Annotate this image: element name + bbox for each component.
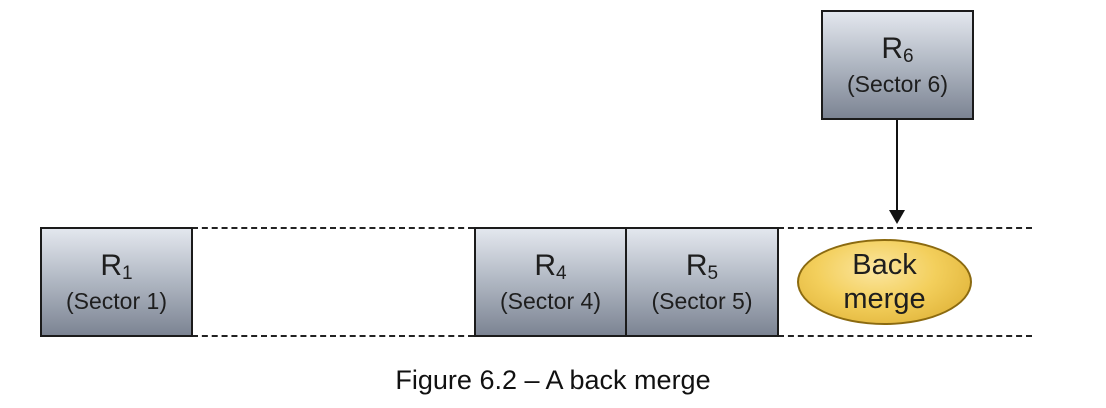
request-r5-box: R5 (Sector 5) <box>625 227 779 337</box>
merge-arrow-head-icon <box>889 210 905 224</box>
back-merge-line1: Back <box>852 249 917 281</box>
figure-caption: Figure 6.2 – A back merge <box>395 365 711 395</box>
queue-top-dashed-line-right <box>778 227 1032 229</box>
request-r4-label: R4 <box>534 249 567 284</box>
request-r5-label: R5 <box>685 249 719 284</box>
request-r6-label: R6 <box>881 32 914 67</box>
request-r5-sector: (Sector 5) <box>651 288 753 314</box>
back-merge-line2: merge <box>843 283 926 315</box>
queue-bottom-dashed-line-right <box>778 335 1032 337</box>
request-r1-box: R1 (Sector 1) <box>40 227 193 337</box>
back-merge-ellipse: Back merge <box>797 239 972 325</box>
request-r4-sector: (Sector 4) <box>500 288 601 314</box>
request-r4-box: R4 (Sector 4) <box>474 227 627 337</box>
request-r6-box: R6 (Sector 6) <box>821 10 974 120</box>
queue-top-dashed-line <box>192 227 474 229</box>
merge-arrow-line <box>896 120 898 212</box>
request-r6-sector: (Sector 6) <box>847 71 948 97</box>
queue-bottom-dashed-line <box>192 335 474 337</box>
request-r1-label: R1 <box>100 249 133 284</box>
request-r1-sector: (Sector 1) <box>66 288 167 314</box>
